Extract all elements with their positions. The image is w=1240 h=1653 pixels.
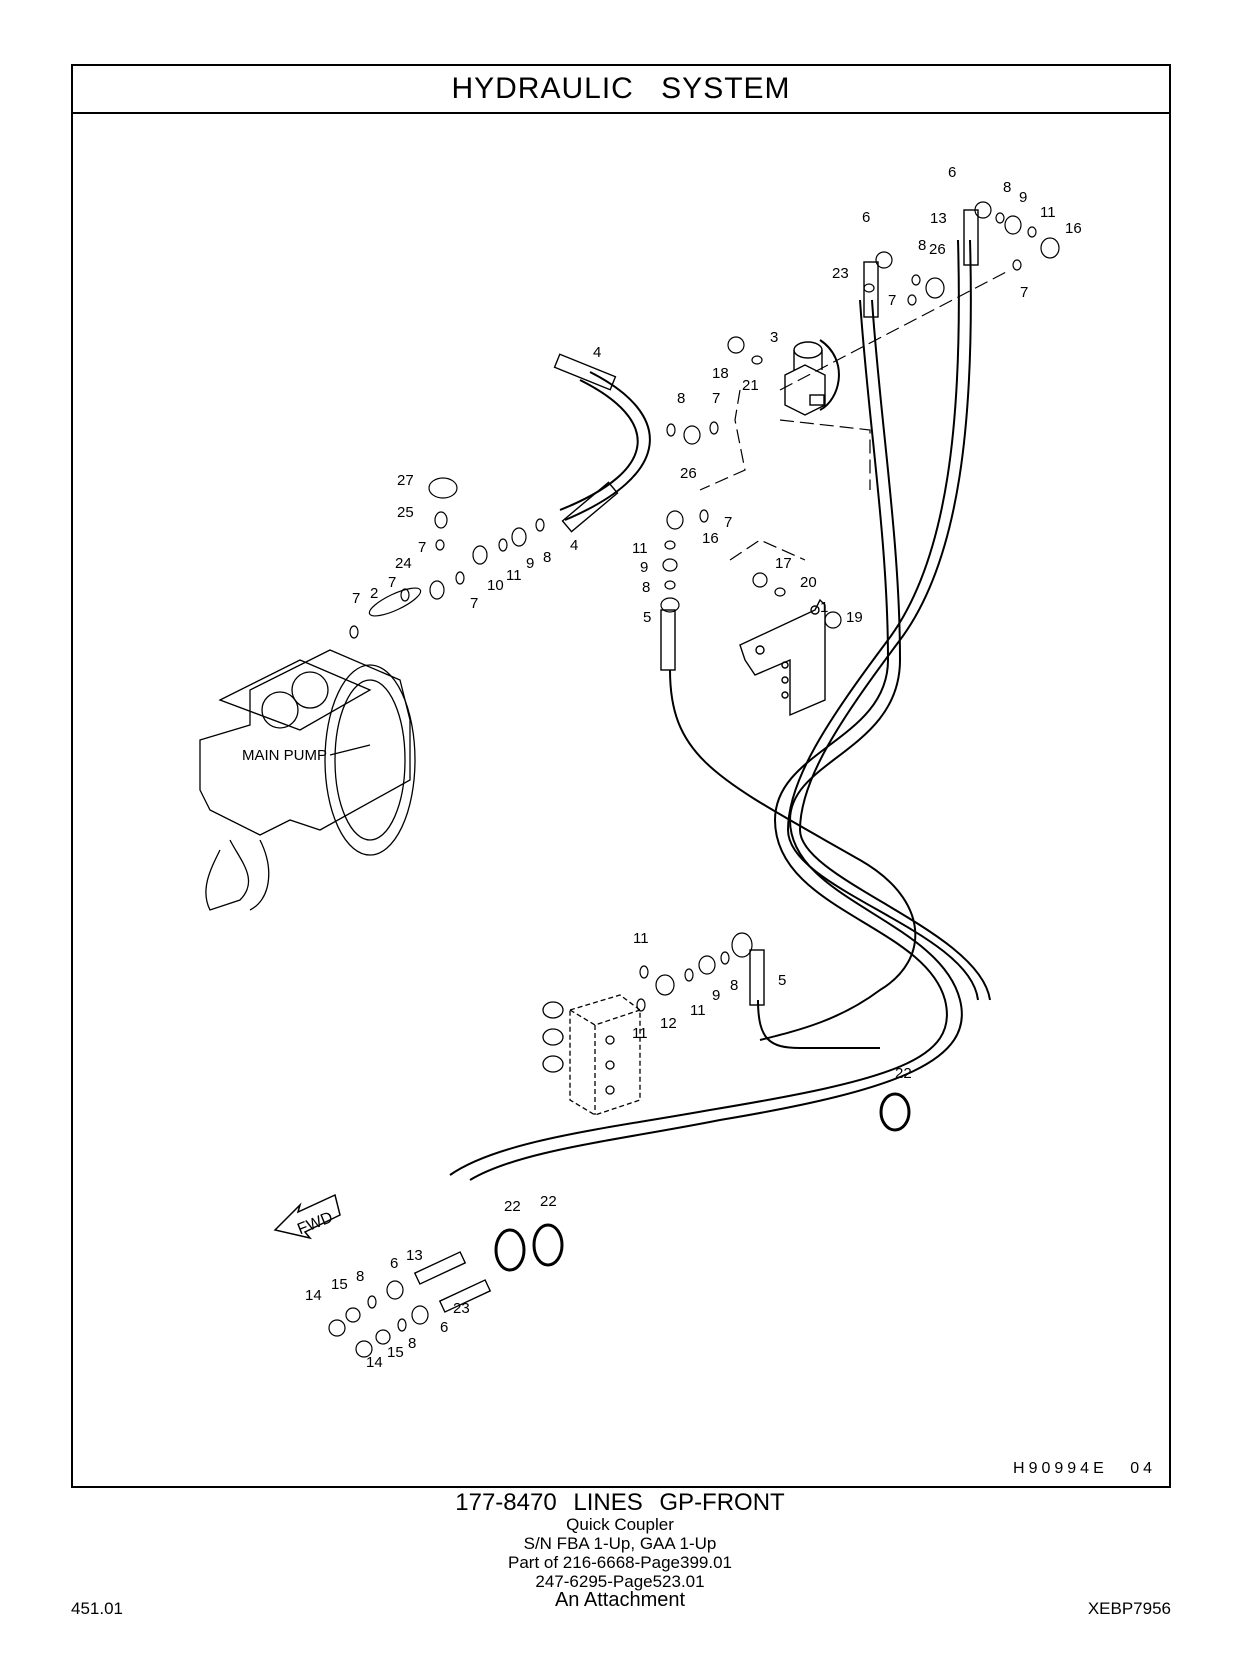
callout-14: 14 — [305, 1287, 322, 1304]
callout-23b: 23 — [453, 1300, 470, 1317]
callout-27: 27 — [397, 472, 414, 489]
callout-22b: 22 — [540, 1193, 557, 1210]
hose-sleeves — [413, 209, 979, 1313]
callout-15: 15 — [331, 1276, 348, 1293]
solenoid-valve-drawing — [784, 341, 826, 416]
callout-5: 5 — [643, 609, 651, 626]
valve-ports — [542, 1001, 615, 1095]
fittings — [328, 201, 1060, 1358]
callout-25: 25 — [397, 504, 414, 521]
drawing-frame: HYDRAULIC SYSTEM — [71, 64, 1171, 1488]
valve-block-drawing — [569, 994, 641, 1116]
callout-9b: 9 — [640, 559, 648, 576]
caption-subtitle: Quick Coupler — [566, 1515, 674, 1534]
page-title: HYDRAULIC SYSTEM — [73, 66, 1169, 114]
callout-7b: 7 — [388, 574, 396, 591]
callout-11f: 11 — [632, 1025, 648, 1042]
caption-serial: S/N FBA 1-Up, GAA 1-Up — [523, 1534, 717, 1553]
callout-7d: 7 — [470, 595, 478, 612]
callout-13: 13 — [930, 210, 947, 227]
document-code: XEBP7956 — [1087, 1599, 1171, 1618]
callout-8c: 8 — [642, 579, 650, 596]
callout-6d: 6 — [440, 1319, 448, 1336]
callout-23: 23 — [832, 265, 849, 282]
callout-7: 7 — [352, 590, 360, 607]
callout-4: 4 — [593, 344, 601, 361]
main-pump-drawing — [199, 649, 416, 911]
leader-lines — [699, 269, 1011, 561]
callout-6: 6 — [948, 164, 956, 181]
callout-26b: 26 — [680, 465, 697, 482]
callout-8g: 8 — [356, 1268, 364, 1285]
callout-15b: 15 — [387, 1344, 404, 1361]
callout-8d: 8 — [918, 237, 926, 254]
hose-lines — [449, 239, 991, 1181]
callout-13b: 13 — [406, 1247, 423, 1264]
callout-labels: 1 2 3 4 4 5 5 6 6 6 6 7 7 7 7 7 7 7 7 8 … — [305, 164, 1082, 1371]
callout-7f: 7 — [724, 514, 732, 531]
callout-18: 18 — [712, 365, 729, 382]
figure-code: H90994E 04 — [1013, 1460, 1156, 1477]
page-number: 451.01 — [71, 1599, 123, 1618]
callout-21: 21 — [742, 377, 759, 394]
callout-8b: 8 — [677, 390, 685, 407]
callout-9c: 9 — [1019, 189, 1027, 206]
fwd-arrow — [273, 1193, 341, 1240]
callout-11c: 11 — [1040, 204, 1056, 221]
callout-5b: 5 — [778, 972, 786, 989]
caption-title: 177-8470 LINES GP-FRONT — [455, 1489, 785, 1516]
callout-22c: 22 — [895, 1065, 912, 1082]
callout-9: 9 — [526, 555, 534, 572]
callout-6b: 6 — [862, 209, 870, 226]
callout-11b: 11 — [632, 540, 648, 557]
callout-11: 11 — [506, 567, 522, 584]
callout-11d: 11 — [633, 930, 649, 947]
callout-2: 2 — [370, 585, 378, 602]
callout-8: 8 — [543, 549, 551, 566]
callout-11e: 11 — [690, 1002, 706, 1019]
callout-6c: 6 — [390, 1255, 398, 1272]
callout-24: 24 — [395, 555, 412, 572]
caption-part-of: Part of 216-6668-Page399.01 — [507, 1553, 732, 1572]
callout-3: 3 — [770, 329, 778, 346]
callout-17: 17 — [775, 555, 792, 572]
callout-10: 10 — [487, 577, 504, 594]
callout-26: 26 — [929, 241, 946, 258]
hose-clamps — [494, 1092, 911, 1272]
callout-7g: 7 — [888, 292, 896, 309]
main-pump-label: MAIN PUMP — [242, 747, 327, 764]
callout-7e: 7 — [712, 390, 720, 407]
callout-22: 22 — [504, 1198, 521, 1215]
caption-page-ref: 247-6295-Page523.01 — [535, 1572, 705, 1591]
callout-7h: 7 — [1020, 284, 1028, 301]
caption-attachment: An Attachment — [554, 1589, 686, 1611]
callout-19: 19 — [846, 609, 863, 626]
callout-9d: 9 — [712, 987, 720, 1004]
callout-16: 16 — [1065, 220, 1082, 237]
callout-4b: 4 — [570, 537, 578, 554]
bracket-drawing — [739, 598, 826, 717]
callout-8f: 8 — [730, 977, 738, 994]
callout-20: 20 — [800, 574, 817, 591]
callout-12: 12 — [660, 1015, 677, 1032]
callout-14b: 14 — [366, 1354, 383, 1371]
callout-8e: 8 — [1003, 179, 1011, 196]
callout-8h: 8 — [408, 1335, 416, 1352]
callout-16b: 16 — [702, 530, 719, 547]
fwd-label: FWD — [295, 1209, 335, 1238]
callout-1: 1 — [820, 599, 828, 616]
callout-7c: 7 — [418, 539, 426, 556]
